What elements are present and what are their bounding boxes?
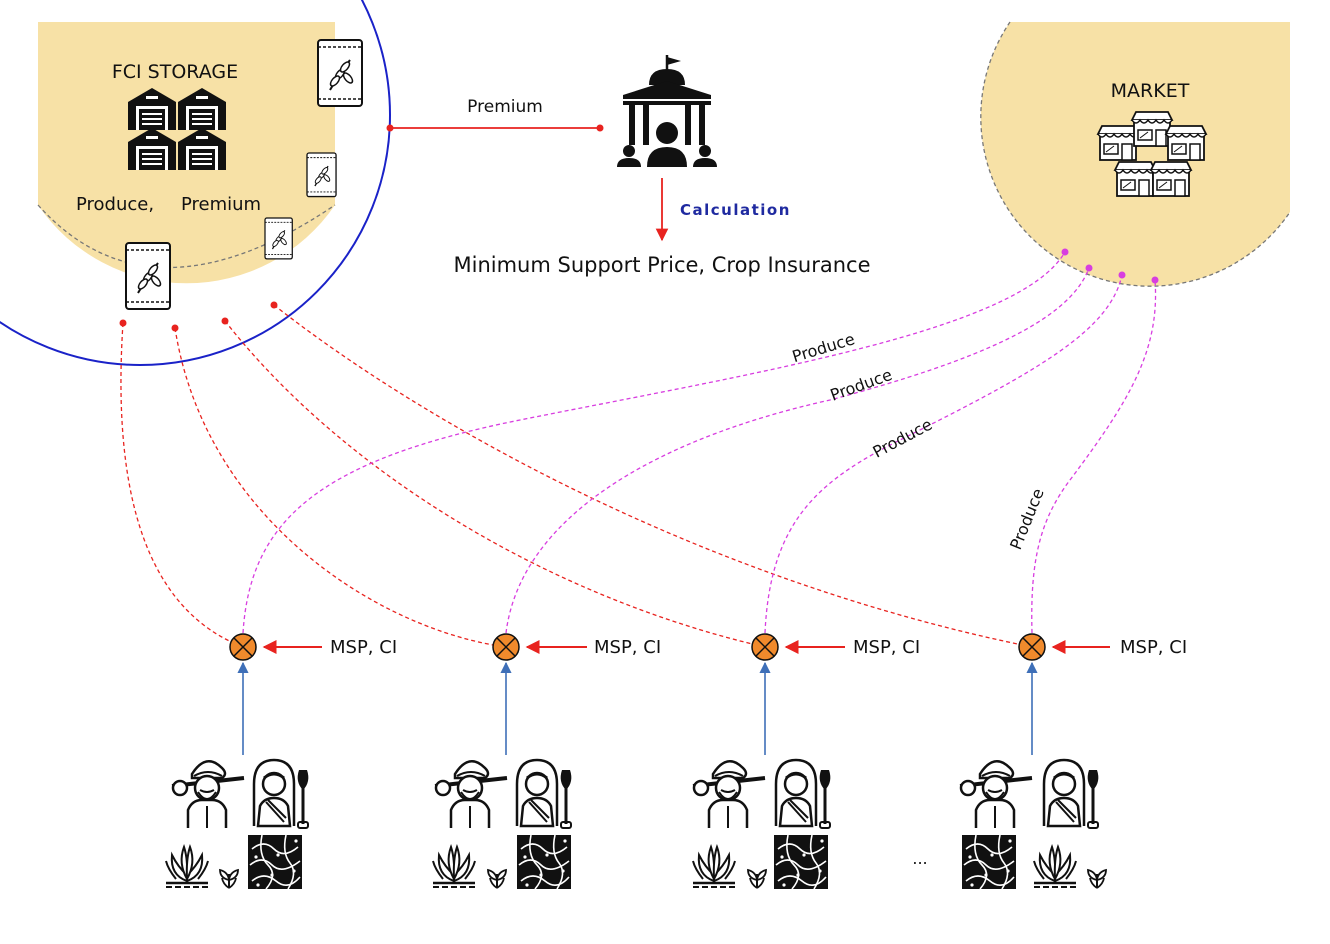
farmer-woman-icon	[252, 758, 296, 828]
sprout-icon	[487, 869, 507, 889]
produce-flow-1	[242, 251, 1066, 634]
crop-icon	[1032, 845, 1078, 889]
farmer-woman-icon	[774, 758, 818, 828]
msp-flow-2	[174, 327, 507, 648]
storage-title: FCI STORAGE	[112, 61, 238, 83]
sprout-icon	[747, 869, 767, 889]
multiply-node-icon	[229, 633, 257, 661]
shop-icon	[1165, 125, 1207, 161]
premium-label: Premium	[467, 97, 543, 117]
farmer-group-2	[431, 758, 573, 890]
soil-field-icon	[961, 834, 1017, 890]
multiply-node-icon	[751, 633, 779, 661]
node-group-3: MSP, CI	[751, 633, 920, 755]
msp-ci-label: MSP, CI	[330, 637, 397, 658]
farmer-man-icon	[691, 759, 767, 830]
farmer-man-icon	[433, 759, 509, 830]
produce-label-3: Produce	[870, 415, 936, 462]
msp-ci-label: MSP, CI	[594, 637, 661, 658]
shop-icon	[1131, 111, 1173, 147]
soil-field-icon	[247, 834, 303, 890]
produce-label-1: Produce	[790, 329, 857, 366]
farmer-man-icon	[958, 759, 1034, 830]
shop-icon	[1114, 161, 1156, 197]
grain-sack-icon	[125, 242, 171, 310]
government-block: Premium Calculation Minimum Support Pric…	[386, 55, 871, 277]
msp-ci-label: MSP, CI	[853, 637, 920, 658]
msp-flow-endpoints	[119, 301, 278, 332]
shop-icon	[1150, 161, 1192, 197]
produce-label-2: Produce	[828, 365, 895, 405]
multiply-node-icon	[1018, 633, 1046, 661]
produce-flow-2	[505, 267, 1090, 634]
shovel-icon	[1086, 769, 1100, 829]
grain-sack-icon	[306, 152, 337, 198]
msp-ci-output-label: Minimum Support Price, Crop Insurance	[454, 253, 871, 277]
multiply-node-icon	[492, 633, 520, 661]
storage-produce-label: Produce,	[76, 194, 154, 215]
soil-field-icon	[516, 834, 572, 890]
grain-sack-icon	[317, 39, 363, 107]
msp-flow-3	[224, 320, 766, 648]
msp-flow-4	[273, 304, 1033, 648]
msp-flow-1	[120, 322, 244, 648]
shovel-icon	[818, 769, 832, 829]
produce-label-4: Produce	[1006, 486, 1048, 553]
farmer-group-4	[958, 758, 1107, 890]
market-title: MARKET	[1111, 80, 1190, 102]
produce-flow-3	[764, 274, 1123, 634]
node-group-2: MSP, CI	[492, 633, 661, 755]
crop-icon	[164, 845, 210, 889]
shop-icon	[1097, 125, 1139, 161]
msp-flows	[120, 304, 1033, 648]
calculation-label: Calculation	[680, 201, 791, 219]
fci-outer-ring	[0, 0, 391, 366]
node-group-4: MSP, CI	[1018, 633, 1187, 755]
produce-flow-endpoints	[1061, 248, 1159, 284]
farmer-group-1	[164, 758, 310, 890]
produce-flow-4	[1031, 279, 1157, 634]
sprout-icon	[1087, 869, 1107, 889]
crop-icon	[691, 845, 737, 889]
crop-icon	[431, 845, 477, 889]
grain-sack-icon	[264, 217, 293, 260]
sprout-icon	[219, 869, 239, 889]
soil-field-icon	[773, 834, 829, 890]
node-group-1: MSP, CI	[229, 633, 397, 755]
msp-ci-label: MSP, CI	[1120, 637, 1187, 658]
shovel-icon	[296, 769, 310, 829]
farmer-woman-icon	[515, 758, 559, 828]
produce-flows	[242, 251, 1157, 634]
storage-premium-label: Premium	[181, 194, 261, 215]
market-boundary	[980, 21, 1291, 287]
farmer-man-icon	[170, 759, 246, 830]
farmer-group-3	[691, 758, 832, 890]
ellipsis: ...	[912, 849, 927, 868]
farmer-woman-icon	[1042, 758, 1086, 828]
fci-storage-region: FCI STORAGE Produce, Premium	[0, 0, 391, 366]
government-building-icon	[617, 55, 717, 167]
shovel-icon	[559, 769, 573, 829]
market-region: MARKET	[980, 21, 1291, 287]
